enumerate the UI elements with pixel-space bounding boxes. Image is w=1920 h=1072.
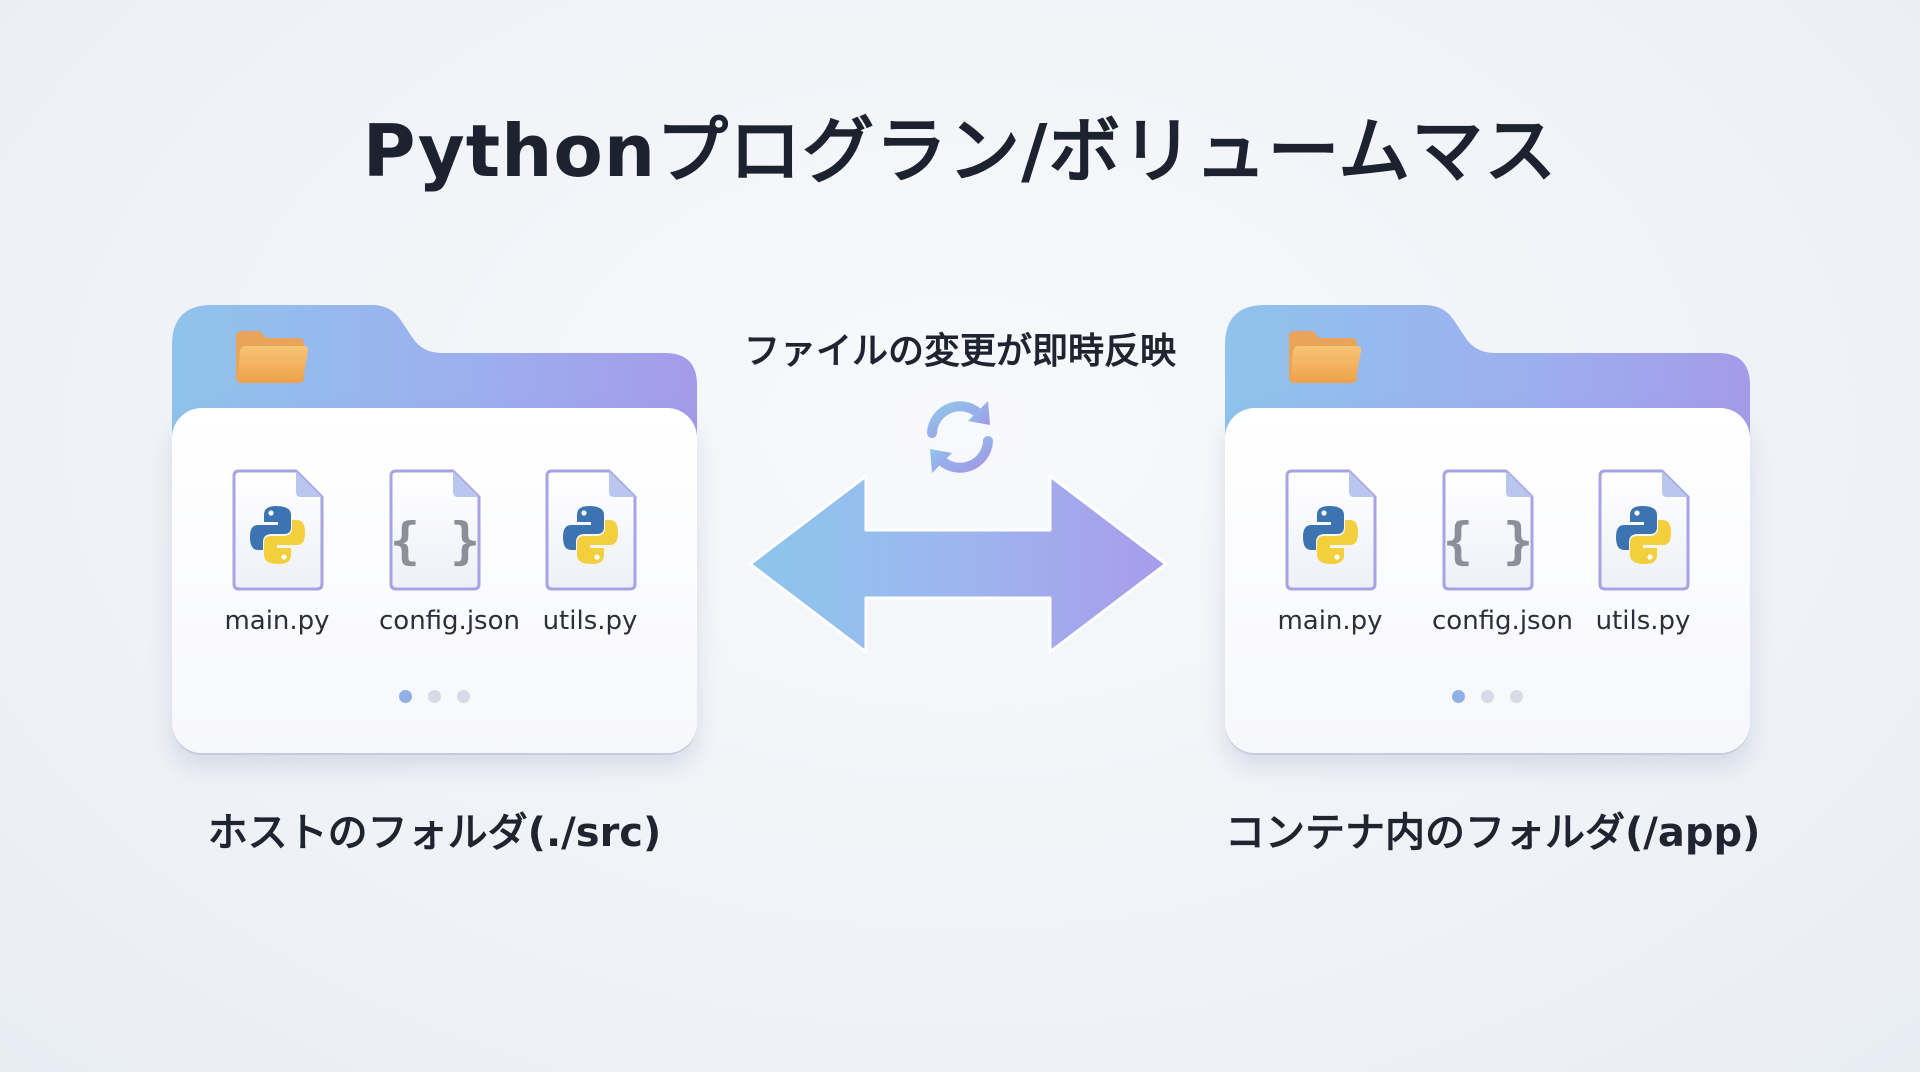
folder-card: main.py { } config.json utils.py	[172, 408, 697, 753]
pagination-dot[interactable]	[428, 690, 441, 703]
pagination-dot[interactable]	[1510, 690, 1523, 703]
file-name: main.py	[1277, 606, 1383, 636]
python-file-icon	[545, 469, 637, 591]
pagination-dot-active[interactable]	[1452, 690, 1465, 703]
file-name: main.py	[224, 606, 330, 636]
python-file-icon	[232, 469, 324, 591]
container-folder-label: コンテナ内のフォルダ(/app)	[1225, 810, 1761, 856]
file-item[interactable]: { } config.json	[379, 468, 520, 636]
svg-text:{ }: { }	[390, 512, 480, 570]
container-folder: main.py { } config.json utils.py	[1225, 305, 1750, 765]
pagination-dot[interactable]	[1481, 690, 1494, 703]
json-file-icon: { }	[389, 469, 481, 591]
pagination-dot-active[interactable]	[399, 690, 412, 703]
file-item[interactable]: main.py	[222, 468, 332, 636]
host-folder: main.py { } config.json utils.py	[172, 305, 697, 765]
file-item[interactable]: main.py	[1275, 468, 1385, 636]
file-name: config.json	[1432, 606, 1573, 636]
host-folder-label: ホストのフォルダ(./src)	[207, 810, 662, 856]
python-file-icon	[1285, 469, 1377, 591]
pagination-dots	[172, 688, 697, 707]
folder-icon	[236, 331, 309, 383]
pagination-dot[interactable]	[457, 690, 470, 703]
file-item[interactable]: utils.py	[535, 468, 645, 636]
svg-text:{ }: { }	[1443, 512, 1533, 570]
folder-card: main.py { } config.json utils.py	[1225, 408, 1750, 753]
file-item[interactable]: utils.py	[1588, 468, 1698, 636]
file-name: utils.py	[1595, 606, 1691, 636]
sync-icon	[927, 401, 993, 473]
file-item[interactable]: { } config.json	[1432, 468, 1573, 636]
sync-label: ファイルの変更が即時反映	[743, 331, 1176, 372]
json-file-icon: { }	[1442, 469, 1534, 591]
python-file-icon	[1598, 469, 1690, 591]
page-title: Pythonプログラン/ボリュームマス	[362, 109, 1558, 193]
folder-icon	[1289, 331, 1362, 383]
double-arrow-icon	[748, 474, 1168, 654]
file-name: utils.py	[542, 606, 638, 636]
pagination-dots	[1225, 688, 1750, 707]
file-name: config.json	[379, 606, 520, 636]
